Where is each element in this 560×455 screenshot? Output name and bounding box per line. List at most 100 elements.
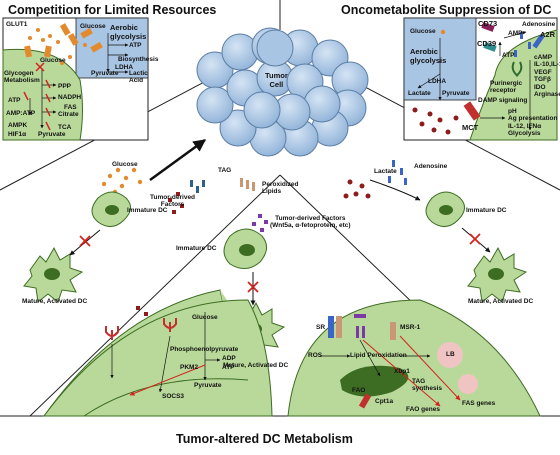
dc-immature-left [91,191,131,227]
glucose-dots [101,167,143,195]
bl-phospho: Phosphoenolpyruvate [170,346,239,353]
lp-aerobic: Aerobic glycolysis [110,23,147,41]
bl-adp: ADP [222,355,236,362]
lp-pyruvate: Pyruvate [91,70,119,77]
red-x-right [469,233,481,245]
lactate-label: Lactate [374,168,397,175]
rp-damp: DAMP signaling [478,97,528,104]
lp-tca: TCA [58,124,72,131]
lp-glucose-tumor: Glucose [80,23,106,30]
br-xbp1: Xbp1 [394,368,410,375]
dc-immature-center [223,228,267,269]
br-fao: FAO [352,387,366,394]
lp-pyruvate-dc: Pyruvate [38,131,66,138]
lp-ldha: LDHA [115,64,134,71]
peroxidized-lipids-label: Peroxidized Lipids [262,181,299,196]
rp-effect-item: IDO [534,83,546,91]
red-x-center [247,281,259,293]
bl-atp: ATP [222,364,235,371]
dc-mature-right [467,246,528,303]
dc-immature-right [425,191,465,227]
rp-lactate: Lactate [408,90,431,97]
rp-pyruvate: Pyruvate [442,90,470,97]
rp-effect-item: TGFβ [534,76,551,84]
tumor-factors-wnt-label: Tumor-derived Factors (Wnt5a, α-fetoprot… [270,215,351,230]
br-fas-genes: FAS genes [462,400,496,407]
rp-purinergic: Purinergic receptor [490,80,523,95]
br-lipid-perox: Lipid Peroxidation [350,352,407,359]
rp-effect-item: IL-10,IL-12 [534,61,560,69]
bottom-left-dome [43,289,273,417]
lp-glucose-dc: Glucose [40,57,66,64]
rp-amp: AMP [508,30,523,37]
rp-effect-item: cAMP [534,54,553,61]
immature-dc-left-label: Immature DC [127,207,168,214]
tumor-cell-label: Tumor Cell [265,71,288,89]
rp-atp: ATP [502,52,515,59]
br-sr: SR [316,324,326,331]
immature-dc-center-label: Immature DC [176,245,217,252]
right-arrow [369,179,421,201]
red-x-left [79,235,91,247]
wnt-blocks [252,214,268,232]
tumor-factor-blocks [168,192,184,214]
lp-glycogen: Glycogen Metabolism [4,70,40,85]
rp-aerobic: Aerobic glycolysis [410,47,447,65]
tag-blocks [190,180,205,193]
glucose-arrow [149,138,207,182]
bl-glucose: Glucose [192,314,218,321]
title-right: Oncometabolite Suppression of DC [341,3,552,17]
rp-mct: MCT [462,123,479,132]
lp-atp: ATP [129,42,142,49]
lp-amp-atp: AMP:ATP [6,110,36,117]
glucose-label: Glucose [112,161,138,168]
rp-a2r: A2R [540,30,556,39]
rp-effect-item: VEGF [534,68,552,76]
rp-effect-item: Arginase [534,91,560,99]
tag-label: TAG [218,167,232,174]
rp-effect2-item: Glycolysis [508,130,541,138]
rp-adenosine: Adenosine [522,21,556,28]
lp-nadph: NADPH [58,94,82,101]
title-left: Competition for Limited Resources [8,3,217,17]
rp-cd73: CD73 [478,19,498,28]
tumor-derived-factors-label: Tumor-derived Factors [150,194,196,209]
glut1-label: GLUT1 [6,21,28,28]
rp-effect2-item: IL-12, IFNα [508,122,542,130]
rp-effect2-item: Ag presentation [508,115,558,123]
mature-dc-center-label: Mature, Activated DC [223,362,289,369]
mature-dc-left-label: Mature, Activated DC [22,298,88,305]
lp-citrate: Citrate [58,111,79,118]
bl-socs3: SOCS3 [162,393,185,400]
tumor-cell-cluster [196,27,369,157]
br-fao-genes: FAO genes [406,406,440,413]
mature-dc-right-label: Mature, Activated DC [468,298,534,305]
immature-dc-right-label: Immature DC [466,207,507,214]
lp-ampk: AMPK [8,122,28,129]
br-cpt1a: Cpt1a [375,398,394,405]
br-ros: ROS [308,352,323,359]
rp-ldha: LDHA [428,78,447,85]
adenosine-label: Adenosine [414,163,448,170]
right-panel [403,17,558,141]
bottom-right-dome [287,299,541,417]
lp-lactic: Lactic Acid [129,70,148,85]
rp-cd39: CD39 [477,39,497,48]
rp-glucose: Glucose [410,28,436,35]
lactate-dots [343,179,371,199]
br-tag: TAG synthesis [412,378,442,393]
title-bottom: Tumor-altered DC Metabolism [176,432,353,446]
bl-pyruvate: Pyruvate [194,382,222,389]
lp-atp-ratio: ATP [8,97,21,104]
rp-effect2-item: pH [508,108,517,115]
center-left-diag [29,174,281,417]
lp-ppp: PPP [58,83,72,90]
lp-fas: FAS [64,104,77,111]
peroxidized-blocks [240,178,255,191]
bl-pkm2: PKM2 [180,364,199,371]
dc-mature-left [23,246,84,303]
adenosine-dots [388,160,407,185]
